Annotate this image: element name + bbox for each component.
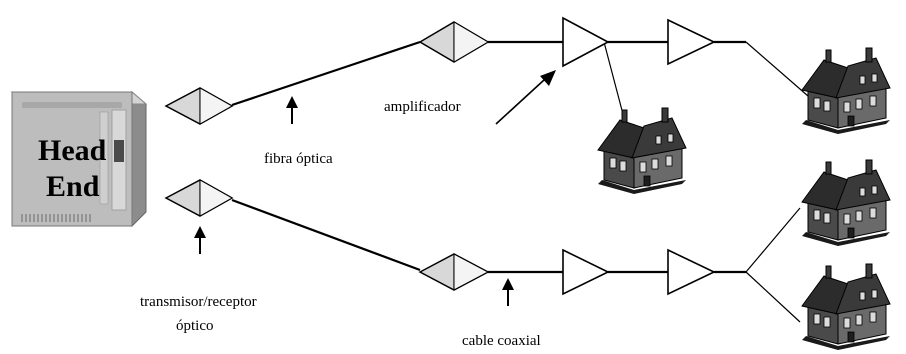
transceiver-label-line1: transmisor/receptor: [140, 294, 257, 310]
pointer-arrow-icon: [193, 225, 207, 255]
coax-label: cable coaxial: [462, 333, 541, 349]
head-end-title-line2: End: [46, 170, 100, 203]
coaxial-cables: [488, 40, 746, 274]
house-icon: [801, 263, 891, 351]
drop-cables: [603, 41, 809, 323]
house-icon: [801, 159, 891, 247]
amplifier-triangle-icon: [562, 248, 610, 296]
pointer-arrow-icon: [501, 277, 515, 307]
amplifier-label: amplificador: [384, 99, 461, 115]
amplifier-triangle-icon: [667, 18, 716, 66]
optical-node-diamond-icon: [418, 21, 490, 63]
house-icon: [801, 47, 891, 135]
optical-node-diamond-icon: [418, 253, 490, 291]
amplifier-triangle-icon: [667, 248, 716, 296]
pointer-arrow-icon: [285, 95, 299, 125]
house-icon: [597, 107, 687, 195]
amplifier-triangle-icon: [562, 16, 610, 68]
fiber-label: fibra óptica: [264, 151, 333, 167]
head-end-title-line1: Head: [38, 134, 107, 167]
optical-node-diamond-icon: [164, 179, 234, 217]
transceiver-label-line2: óptico: [176, 318, 214, 334]
fiber-cables: [231, 40, 421, 272]
optical-node-diamond-icon: [164, 87, 234, 125]
head-end-rack-icon: [10, 90, 148, 228]
pointer-arrow-icon: [495, 70, 556, 125]
